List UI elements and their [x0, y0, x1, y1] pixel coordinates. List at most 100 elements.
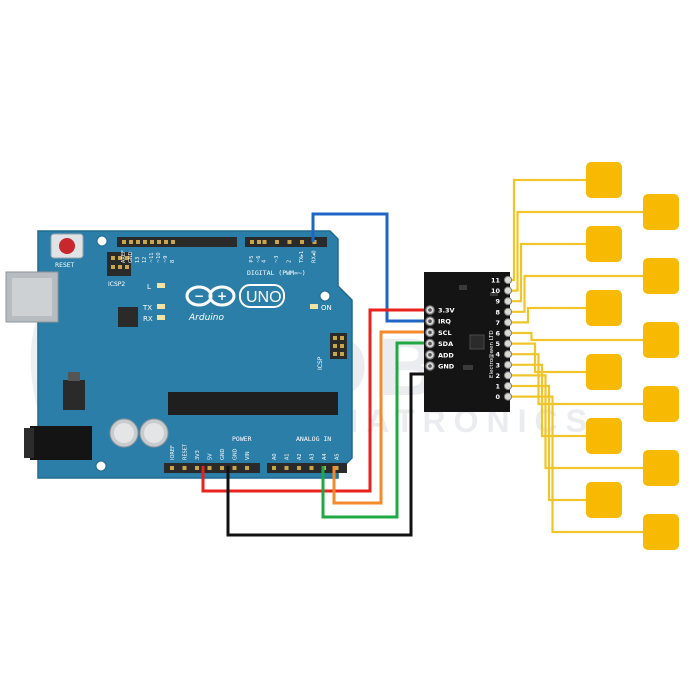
- digital-pin: [164, 240, 168, 244]
- electrode-pad: [586, 418, 622, 454]
- module-right-pin-label: 9: [495, 298, 500, 306]
- digital-header-left: [117, 237, 237, 247]
- arduino-brand: Arduino: [188, 313, 224, 323]
- arduino-logo: [185, 285, 236, 307]
- power-pin: [207, 466, 212, 470]
- digital-pin: [171, 240, 175, 244]
- led-on-label: ON: [321, 304, 332, 312]
- module-right-pin-label: 4: [495, 351, 500, 359]
- electrode-trace: [512, 342, 586, 374]
- module-right-pin: [503, 339, 513, 348]
- digital-pin-label: ~5: [249, 256, 255, 263]
- digital-pin-label: 8: [170, 260, 176, 263]
- module-right-pin: [503, 275, 513, 285]
- digital-pin-label: TX▸1: [299, 251, 305, 264]
- electrode-pad: [643, 450, 679, 486]
- wire-gnd: [226, 372, 426, 537]
- digital-pin-label: ~9: [163, 256, 169, 263]
- module-left-pin-label: ADD: [438, 351, 454, 359]
- electrode-pad: [643, 514, 679, 550]
- analog-pin-label: A5: [335, 453, 341, 460]
- electrode-pad: [586, 226, 622, 262]
- power-pin-label: VIN: [245, 451, 251, 460]
- module-right-pin-label: 5: [495, 340, 500, 348]
- analog-header: [267, 463, 347, 473]
- wire-3v3: [201, 308, 426, 493]
- analog-pin: [297, 466, 301, 470]
- digital-pin: [157, 240, 161, 244]
- analog-label: ANALOG IN: [296, 435, 331, 443]
- electrode-trace: [512, 353, 643, 406]
- digital-header-right: [245, 237, 327, 247]
- digital-pin-label: ~3: [274, 256, 280, 263]
- digital-pin: [300, 240, 304, 244]
- module-right-pin-label: 3: [495, 361, 500, 369]
- module-left-pin-label: GND: [438, 363, 455, 371]
- power-pin-label: RESET: [183, 443, 189, 460]
- analog-pin-label: A2: [297, 453, 303, 460]
- electrode-trace: [512, 384, 586, 502]
- analog-pin-label: A1: [285, 453, 291, 460]
- reset-label: RESET: [55, 262, 75, 269]
- module-left-pin-label: IRQ: [438, 318, 451, 326]
- module-right-pin-label: 0: [495, 393, 500, 401]
- electrode-pad: [643, 194, 679, 230]
- led-l: [157, 283, 165, 288]
- led-on: [310, 304, 318, 309]
- digital-pin-label: ~6: [256, 256, 262, 263]
- electrode-trace: [512, 242, 586, 303]
- module-left-pin-label: SDA: [438, 340, 453, 348]
- electrode-pad: [643, 322, 679, 358]
- module-brand: Electro@wen LTD: [489, 330, 495, 378]
- electrode-trace: [512, 178, 586, 282]
- module-right-pin-label: 11: [491, 277, 501, 285]
- module-right-pin: [503, 381, 513, 391]
- power-pin-label: 3V3: [195, 450, 201, 460]
- module-right-pin: [503, 318, 513, 327]
- mount-hole: [319, 290, 331, 302]
- led-l-label: L: [147, 283, 151, 291]
- digital-label: DIGITAL (PWM=~): [247, 269, 306, 277]
- power-pin: [182, 466, 187, 470]
- analog-pin: [309, 466, 314, 470]
- voltage-regulator-tab: [68, 372, 80, 381]
- digital-pin: [287, 240, 292, 244]
- digital-pin-label: 13: [135, 257, 141, 263]
- power-pin: [232, 466, 237, 470]
- analog-pin: [334, 466, 339, 470]
- electrode-pad: [643, 258, 679, 294]
- electrode-trace: [512, 331, 643, 342]
- digital-pin-label: ~11: [149, 252, 155, 263]
- module-right-pin-label: 8: [495, 308, 500, 316]
- icsp-header: [330, 333, 347, 359]
- digital-pin: [136, 240, 140, 244]
- power-pin-label: GND: [233, 448, 239, 460]
- electrode-trace: [512, 306, 586, 324]
- usb-chip: [118, 307, 138, 327]
- power-pin: [195, 466, 199, 470]
- led-tx-label: TX: [142, 304, 152, 312]
- power-label: POWER: [232, 435, 252, 443]
- module-right-pin: [503, 286, 513, 295]
- arduino-logo-plus: +: [217, 289, 227, 303]
- module-right-pin: [503, 350, 513, 359]
- wire-sda: [321, 341, 426, 519]
- digital-pin-label: 7: [249, 260, 255, 263]
- reset-button[interactable]: [59, 238, 75, 254]
- module-right-pin-label: 10: [491, 287, 501, 295]
- electrode-trace: [512, 363, 586, 438]
- wire-scl: [332, 330, 426, 505]
- electrode-pad: [643, 386, 679, 422]
- digital-pin: [122, 240, 126, 244]
- module-right-pin-label: 6: [495, 330, 500, 338]
- digital-pin-label: 12: [142, 257, 148, 263]
- power-pin: [220, 466, 224, 470]
- analog-pin-label: A3: [310, 453, 316, 460]
- module-component: [490, 292, 498, 296]
- module-right-pin: [503, 371, 513, 380]
- digital-pin-label: ~10: [156, 252, 162, 263]
